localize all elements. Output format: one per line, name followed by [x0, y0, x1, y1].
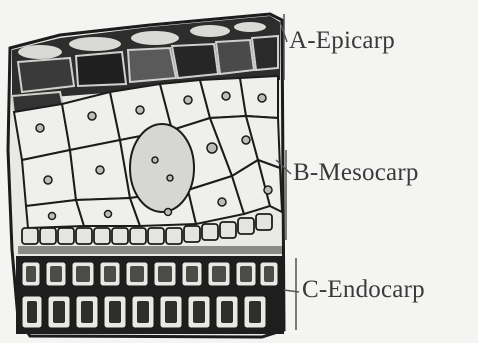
- label-endocarp: C-Endocarp: [302, 276, 425, 304]
- label-epicarp: A-Epicarp: [289, 27, 395, 55]
- stippled-cell: [130, 124, 194, 212]
- layer-divider: [18, 246, 282, 254]
- endocarp-layer: [16, 256, 284, 334]
- label-mesocarp: B-Mesocarp: [293, 159, 419, 187]
